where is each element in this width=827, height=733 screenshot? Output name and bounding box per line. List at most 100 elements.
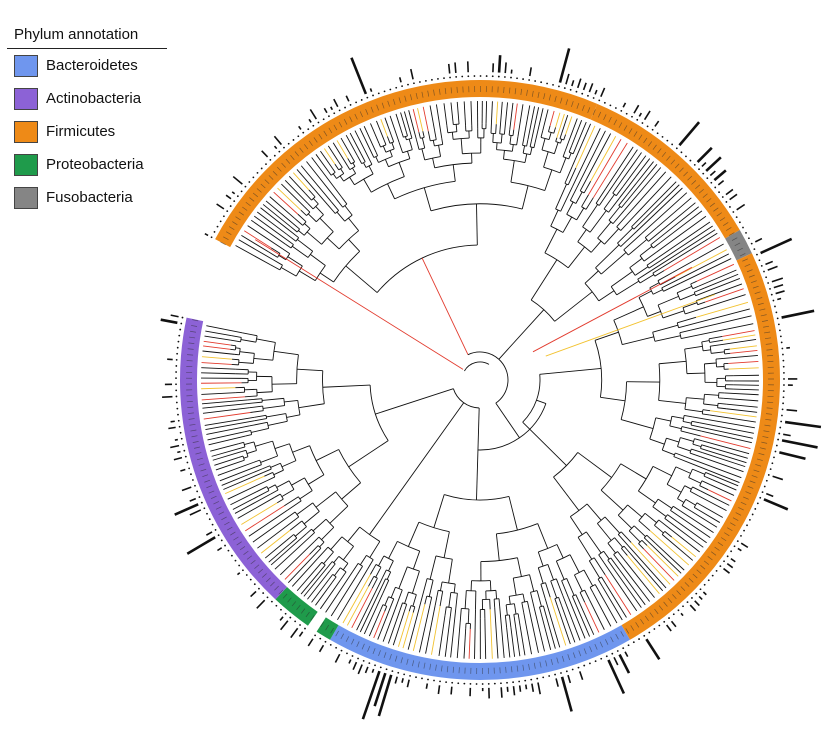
abundance-dot bbox=[312, 124, 315, 127]
abundance-dot bbox=[236, 195, 239, 198]
abundance-bar bbox=[309, 109, 318, 120]
branch-line bbox=[423, 187, 432, 211]
branch-line bbox=[575, 191, 583, 204]
leaf-label-mark bbox=[229, 226, 235, 231]
branch-line bbox=[729, 345, 757, 350]
branch-line bbox=[287, 500, 302, 511]
abundance-dot bbox=[175, 365, 178, 367]
leaf-label-mark bbox=[592, 109, 596, 116]
branch-line bbox=[269, 196, 295, 219]
branch-line bbox=[208, 435, 246, 446]
abundance-dot bbox=[346, 652, 348, 655]
leaf-label-mark bbox=[717, 542, 724, 546]
branch-line bbox=[278, 254, 287, 261]
branch-line bbox=[244, 441, 255, 446]
branch-line bbox=[340, 168, 345, 174]
branch-line bbox=[554, 598, 558, 607]
branch-line bbox=[622, 155, 647, 188]
leaf-label-mark bbox=[250, 559, 256, 565]
abundance-dot bbox=[175, 401, 178, 404]
branch-line bbox=[603, 551, 610, 560]
branch-line bbox=[691, 511, 718, 528]
abundance-bar bbox=[600, 87, 606, 98]
branch-line bbox=[549, 110, 555, 126]
abundance-dot bbox=[211, 523, 214, 526]
leaf-label-mark bbox=[765, 413, 773, 415]
leaf-label-mark bbox=[729, 522, 736, 526]
branch-line bbox=[639, 246, 653, 257]
branch-line bbox=[408, 605, 412, 612]
abundance-dot bbox=[186, 461, 189, 464]
branch-arc bbox=[676, 322, 680, 328]
abundance-dot bbox=[302, 131, 305, 134]
branch-line bbox=[304, 193, 312, 201]
abundance-dot bbox=[631, 115, 633, 118]
abundance-dot bbox=[461, 75, 464, 78]
branch-line bbox=[678, 322, 698, 329]
leaf-label-mark bbox=[594, 643, 598, 650]
branch-line bbox=[230, 339, 241, 343]
branch-line bbox=[421, 148, 426, 161]
branch-line bbox=[576, 207, 585, 221]
branch-line bbox=[703, 403, 718, 406]
leaf-label-mark bbox=[749, 480, 756, 484]
branch-line bbox=[370, 564, 377, 575]
abundance-dot bbox=[335, 646, 338, 649]
branch-line bbox=[620, 531, 632, 543]
branch-line bbox=[568, 145, 573, 153]
branch-line bbox=[347, 165, 351, 170]
branch-line bbox=[709, 414, 756, 423]
abundance-dot bbox=[196, 490, 199, 493]
abundance-dot bbox=[314, 634, 316, 637]
branch-line bbox=[585, 197, 594, 210]
abundance-bar bbox=[232, 175, 243, 185]
branch-line bbox=[659, 276, 676, 286]
leaf-label-mark bbox=[528, 663, 530, 670]
branch-line bbox=[314, 561, 323, 571]
branch-line bbox=[468, 628, 471, 659]
leaf-label-mark bbox=[514, 88, 517, 95]
branch-line bbox=[631, 214, 644, 228]
branch-line bbox=[230, 491, 257, 506]
branch-line bbox=[728, 360, 759, 364]
branch-arc bbox=[322, 370, 325, 404]
branch-line bbox=[319, 579, 341, 610]
abundance-bar bbox=[180, 468, 186, 472]
branch-line bbox=[566, 578, 575, 596]
branch-line bbox=[600, 489, 624, 511]
branch-line bbox=[533, 608, 545, 652]
branch-line bbox=[398, 142, 404, 153]
branch-line bbox=[629, 258, 643, 269]
branch-arc bbox=[561, 578, 567, 582]
branch-line bbox=[601, 576, 607, 585]
branch-line bbox=[685, 499, 696, 506]
branch-line bbox=[680, 430, 701, 437]
abundance-bar bbox=[450, 686, 453, 695]
branch-line bbox=[575, 130, 606, 189]
branch-line bbox=[539, 606, 542, 615]
branch-line bbox=[662, 449, 675, 456]
abundance-bar bbox=[763, 498, 789, 511]
abundance-bar bbox=[579, 671, 584, 680]
leaf-label-mark bbox=[764, 337, 772, 340]
abundance-bar bbox=[618, 653, 631, 674]
abundance-dot bbox=[175, 371, 178, 373]
branch-line bbox=[249, 405, 263, 409]
branch-arc bbox=[669, 416, 673, 427]
branch-arc bbox=[297, 400, 301, 415]
branch-line bbox=[701, 444, 710, 448]
branch-arc bbox=[688, 468, 693, 478]
abundance-bar bbox=[279, 616, 284, 621]
abundance-dot bbox=[493, 682, 496, 685]
abundance-dot bbox=[506, 681, 508, 684]
leaf-label-mark bbox=[421, 91, 424, 98]
branch-line bbox=[695, 291, 706, 297]
branch-line bbox=[429, 105, 435, 131]
leaf-label-mark bbox=[438, 88, 441, 95]
abundance-bar bbox=[701, 162, 707, 168]
abundance-dot bbox=[322, 118, 325, 121]
abundance-dot bbox=[258, 587, 260, 590]
abundance-dot bbox=[783, 371, 785, 374]
leaf-label-mark bbox=[703, 560, 710, 565]
leaf-label-mark bbox=[747, 485, 754, 489]
